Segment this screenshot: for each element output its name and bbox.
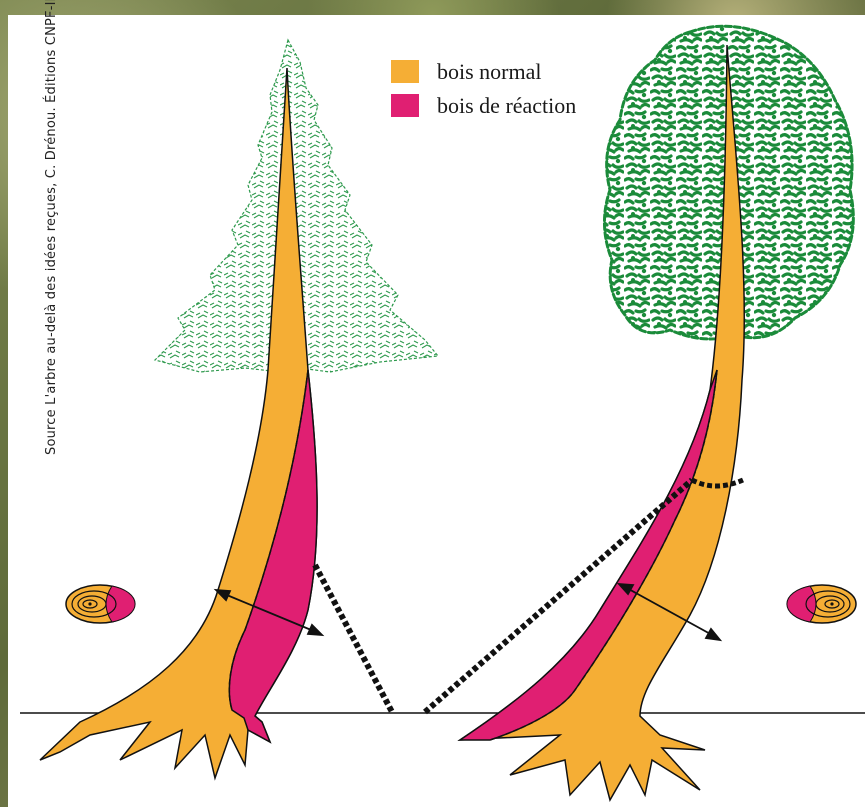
growth-rings-reaction-left-icon — [787, 585, 856, 623]
legend-normal-swatch — [391, 60, 419, 83]
legend-reaction-swatch — [391, 94, 419, 117]
legend-reaction-label: bois de réaction — [437, 93, 576, 119]
source-credit: Source L'arbre au-delà des idées reçues,… — [44, 0, 59, 455]
growth-rings-reaction-right-icon — [66, 585, 135, 623]
legend-normal-label: bois normal — [437, 59, 542, 85]
conifer-angle-line — [315, 565, 392, 712]
